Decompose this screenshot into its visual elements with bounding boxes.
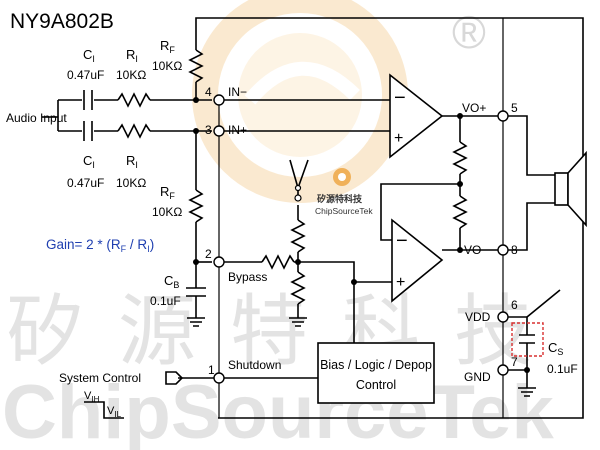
- speaker-icon: [554, 150, 587, 228]
- vil-label: VIL: [107, 405, 122, 419]
- block-label-line1: Bias / Logic / Depop: [320, 358, 432, 372]
- page-title: NY9A802B: [10, 10, 114, 33]
- pin-1-terminal: [213, 372, 225, 384]
- opamp-top-minus: −: [394, 87, 406, 109]
- pin-6-number: 6: [511, 298, 518, 312]
- ri-top-value: 10KΩ: [116, 68, 146, 82]
- pin-3-number: 3: [205, 123, 212, 137]
- logic-level-waveform-icon: [84, 401, 124, 419]
- ci-top-label: CI: [83, 47, 95, 64]
- ri-bottom-value: 10KΩ: [116, 176, 146, 190]
- pin-2-name: Bypass: [228, 270, 267, 284]
- chipsourcetek-logo: [333, 168, 351, 186]
- logo-chinese-text: 矽源特科技: [317, 193, 363, 205]
- pin-2-terminal: [213, 256, 225, 268]
- ci-bottom-label: CI: [83, 153, 95, 170]
- bias-logic-block: [317, 342, 435, 404]
- opamp-bottom-plus: +: [396, 274, 405, 291]
- ri-bottom-label: RI: [126, 153, 138, 170]
- pin-8-name: VO−: [464, 243, 488, 257]
- opamp-top: [389, 73, 444, 159]
- pin-3-name: IN+: [228, 123, 247, 137]
- cb-label: CB: [164, 273, 179, 290]
- system-control-label: System Control: [59, 371, 141, 385]
- pin-4-name: IN−: [228, 85, 247, 99]
- rf-top-value: 10KΩ: [152, 59, 182, 73]
- opamp-bottom-minus: −: [396, 230, 408, 252]
- opamp-bottom: [391, 218, 444, 303]
- watermark-english: ChipSourceTek: [2, 370, 555, 450]
- gain-formula: Gain= 2 * (RF / RI): [46, 237, 154, 254]
- pin-1-name: Shutdown: [228, 358, 281, 372]
- cs-value: 0.1uF: [547, 362, 578, 376]
- pin-5-name: VO+: [462, 101, 486, 115]
- pin-6-name: VDD: [465, 310, 491, 324]
- vih-label: VIH: [84, 390, 100, 404]
- pin-5-terminal: [497, 110, 509, 122]
- pin-4-terminal: [213, 94, 225, 106]
- block-label-line2: Control: [356, 378, 396, 392]
- pin-7-terminal: [497, 364, 509, 376]
- rf-top-label: RF: [160, 38, 175, 55]
- watermark-registered-mark: ®: [452, 6, 486, 58]
- ci-top-value: 0.47uF: [67, 68, 104, 82]
- pin-7-number: 7: [511, 355, 518, 369]
- pin-4-number: 4: [205, 85, 212, 99]
- ci-bottom-value: 0.47uF: [67, 176, 104, 190]
- audio-input-label: Audio Input: [6, 111, 67, 125]
- pin-2-number: 2: [205, 247, 212, 261]
- rf-bottom-label: RF: [160, 184, 175, 201]
- opamp-top-plus: +: [394, 130, 403, 147]
- pin-5-number: 5: [511, 101, 518, 115]
- pin-6-terminal: [497, 311, 509, 323]
- logo-english-text: ChipSourceTek: [315, 206, 373, 216]
- cs-label: CS: [548, 340, 563, 357]
- ri-top-label: RI: [126, 47, 138, 64]
- pin-7-name: GND: [464, 370, 491, 384]
- watermark-chinese: 矽源特科技: [6, 287, 566, 377]
- pin-1-number: 1: [208, 363, 215, 377]
- pin-3-terminal: [213, 125, 225, 137]
- cb-value: 0.1uF: [150, 294, 181, 308]
- pin-8-terminal: [497, 244, 509, 256]
- rf-bottom-value: 10KΩ: [152, 205, 182, 219]
- cs-highlight-box: [511, 322, 544, 357]
- pin-8-number: 8: [511, 243, 518, 257]
